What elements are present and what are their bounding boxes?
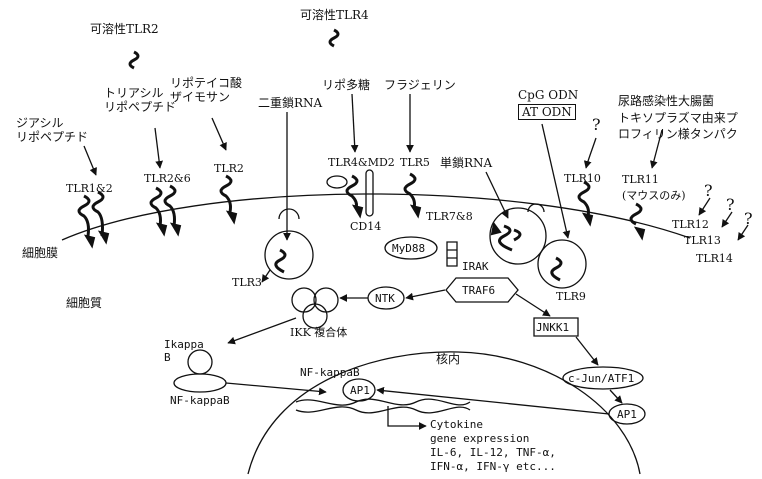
arrow-tlr13 — [722, 212, 732, 227]
label-tlr1-2: TLR1&2 — [66, 182, 113, 195]
arrow-lipoteichoic — [212, 118, 226, 150]
soluble-tlr4-glyph — [330, 30, 338, 46]
label-toxo: トキソプラズマ由来プ ロフィリン様タンパク — [618, 110, 738, 142]
tlr3-glyph — [276, 250, 285, 272]
label-ap1-out: AP1 — [617, 408, 637, 421]
label-tlr13: TLR13 — [684, 234, 721, 247]
label-tlr7-8: TLR7&8 — [426, 210, 473, 223]
ikk-sub-3 — [303, 304, 327, 328]
irak-shape — [447, 242, 457, 266]
endocytosis-loop-2 — [279, 209, 299, 219]
label-myd88: MyD88 — [392, 242, 425, 255]
label-tlr12-question: ? — [704, 184, 713, 198]
arrow-tlr3 — [262, 270, 270, 282]
label-tlr11: TLR11 (マウスのみ) — [622, 172, 686, 204]
arrow-cjun-ap1 — [610, 390, 622, 403]
label-nucleus: 核内 — [436, 352, 460, 366]
arrow-lps — [352, 94, 355, 152]
arrow-diacyl — [84, 146, 96, 175]
label-jnkk1: JNKK1 — [536, 321, 569, 334]
label-at-odn: AT ODN — [518, 104, 576, 120]
label-tlr2: TLR2 — [214, 162, 244, 175]
tlr1-2-glyph — [79, 192, 108, 246]
label-cjun: c-Jun/ATF1 — [568, 372, 634, 385]
label-tlr5: TLR5 — [400, 156, 430, 169]
label-lps: リポ多糖 — [322, 78, 370, 92]
ikk-sub-1 — [292, 288, 316, 312]
label-tlr13-question: ? — [726, 198, 735, 212]
label-uropathogenic: 尿路感染性大腸菌 — [618, 94, 714, 108]
soluble-tlr2-glyph — [130, 52, 138, 68]
arrow-ap1-nucleus — [377, 390, 609, 414]
arrow-ikk-ikappab — [228, 318, 296, 343]
dna-strand-2 — [296, 407, 470, 413]
label-cpg: CpG ODN — [518, 88, 578, 102]
label-tlr12: TLR12 — [672, 218, 709, 231]
endosome-tlr3 — [265, 231, 313, 279]
tlr10-glyph — [579, 182, 592, 224]
arrow-triacyl — [155, 128, 160, 168]
label-tlr4-md2: TLR4&MD2 — [328, 156, 395, 169]
label-ntk: NTK — [375, 292, 395, 305]
tlr11-glyph — [631, 204, 644, 238]
label-diacyl: ジアシル リポペプチド — [16, 116, 88, 144]
dna-strand-1 — [296, 399, 470, 405]
cell-membrane — [62, 194, 690, 240]
arrow-traf6-ntk — [406, 290, 445, 298]
label-nfkb-nuc: NF-kappaB — [300, 366, 360, 379]
tlr2-6-glyph — [151, 186, 180, 234]
label-traf6: TRAF6 — [462, 284, 495, 297]
label-cytokine: Cytokine gene expression IL-6, IL-12, TN… — [430, 418, 556, 474]
cd14-shape — [366, 170, 373, 216]
ikk-sub-2 — [314, 288, 338, 312]
label-tlr2-6: TLR2&6 — [144, 172, 191, 185]
label-lipoteichoic: リポテイコ酸 ザイモサン — [170, 76, 242, 104]
arrow-nfkb-nucleus — [226, 383, 326, 392]
md2-shape — [327, 176, 347, 188]
label-soluble-tlr2: 可溶性TLR2 — [90, 22, 159, 36]
label-tlr14-question: ? — [744, 212, 753, 226]
label-tlr10: TLR10 — [564, 172, 601, 185]
arrow-jnkk1-cjun — [576, 337, 598, 365]
label-tlr14: TLR14 — [696, 252, 733, 265]
label-membrane: 細胞膜 — [22, 246, 58, 260]
label-tlr10-question: ? — [592, 118, 601, 132]
arrow-tlr10 — [586, 138, 596, 168]
label-nfkb-cyto: NF-kappaB — [170, 394, 230, 407]
label-ssrna: 単鎖RNA — [440, 156, 492, 170]
label-soluble-tlr4: 可溶性TLR4 — [300, 8, 369, 22]
label-ikk: IKK 複合体 — [290, 326, 347, 339]
label-flagellin: フラジェリン — [384, 78, 456, 92]
label-ikappab: Ikappa B — [164, 338, 204, 364]
tlr9-glyph — [552, 258, 561, 280]
arrow-tlr12 — [699, 198, 710, 215]
label-tlr3: TLR3 — [232, 276, 262, 289]
tlr2-glyph — [221, 176, 236, 222]
label-tlr9: TLR9 — [556, 290, 586, 303]
tlr7-8-glyph — [492, 224, 520, 250]
label-irak: IRAK — [462, 260, 489, 273]
label-dsrna: 二重鎖RNA — [258, 96, 322, 110]
tlr4-glyph — [347, 176, 362, 216]
label-triacyl: トリアシル リポペプチド — [104, 86, 176, 114]
label-cd14: CD14 — [350, 220, 381, 233]
arrow-traf6-jnkk1 — [516, 294, 550, 316]
nfkb-cyto-shape — [174, 374, 226, 392]
arrow-to-cytokine — [388, 406, 426, 426]
label-ap1-nuc: AP1 — [350, 384, 370, 397]
label-cytoplasm: 細胞質 — [66, 296, 102, 310]
